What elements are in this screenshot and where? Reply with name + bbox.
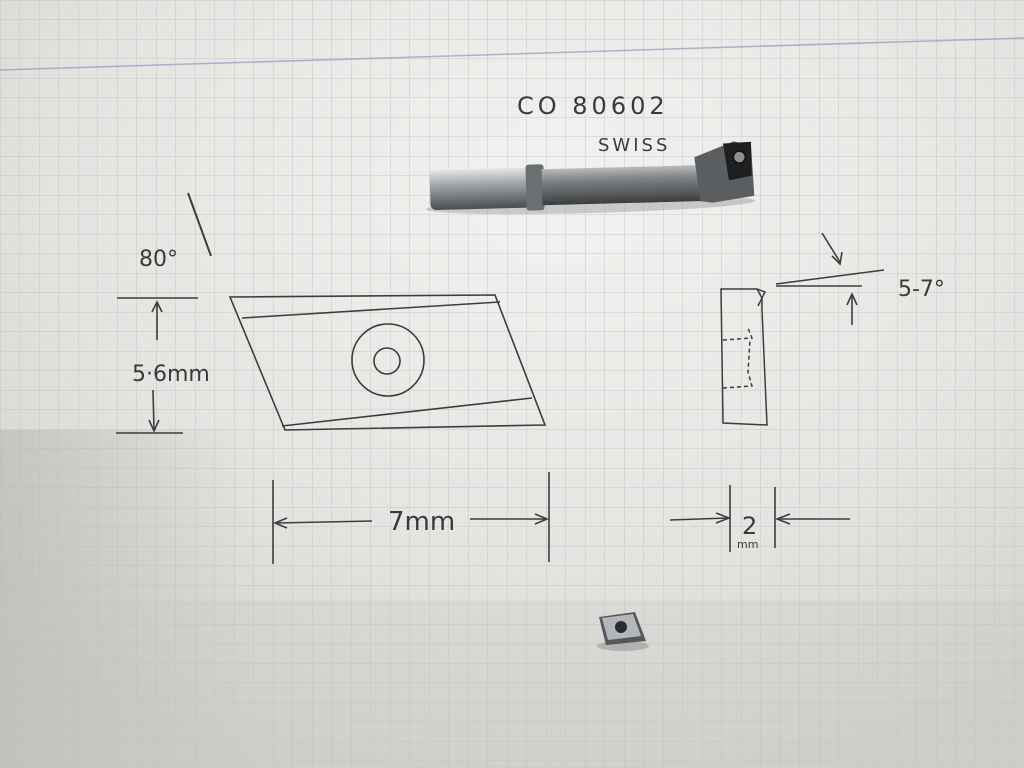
shadow-left — [0, 430, 260, 768]
width-dimension — [272, 472, 550, 564]
insert-outline — [228, 294, 547, 431]
insert-screw-icon — [732, 150, 747, 164]
shadow-bottom — [0, 600, 1024, 768]
insert-hole-icon — [615, 621, 627, 633]
tool-shank — [429, 167, 531, 211]
clearance-angle-label: 5-7° — [898, 277, 945, 302]
side-view-chip-notch — [756, 288, 767, 307]
angle-indicator-line — [187, 192, 212, 257]
carbide-insert — [597, 612, 649, 651]
height-label: 5·6mm — [132, 362, 210, 387]
code-text: CO 80602 — [517, 92, 669, 120]
boring-bar-tool — [425, 141, 756, 215]
insert-side-view — [720, 288, 768, 426]
tool-shaft — [541, 165, 703, 206]
thickness-label: 2 — [742, 512, 757, 540]
tool-collar — [525, 164, 545, 211]
insert-bottom-edge-line — [281, 397, 533, 427]
insert-top-edge-line — [241, 301, 501, 319]
paper-blue-rule — [0, 37, 1024, 71]
angle-label: 80° — [139, 247, 178, 272]
thickness-unit: mm — [737, 538, 758, 551]
height-dimension — [116, 297, 198, 434]
insert-hole-inner — [373, 347, 401, 375]
side-view-hidden-hole — [722, 327, 754, 389]
thickness-dimension — [669, 485, 850, 552]
clearance-angle-note — [775, 232, 885, 325]
origin-text: SWISS — [598, 135, 670, 156]
width-label: 7mm — [388, 507, 455, 537]
insert-plan-view — [228, 294, 547, 431]
insert-hole-outer — [351, 323, 425, 397]
